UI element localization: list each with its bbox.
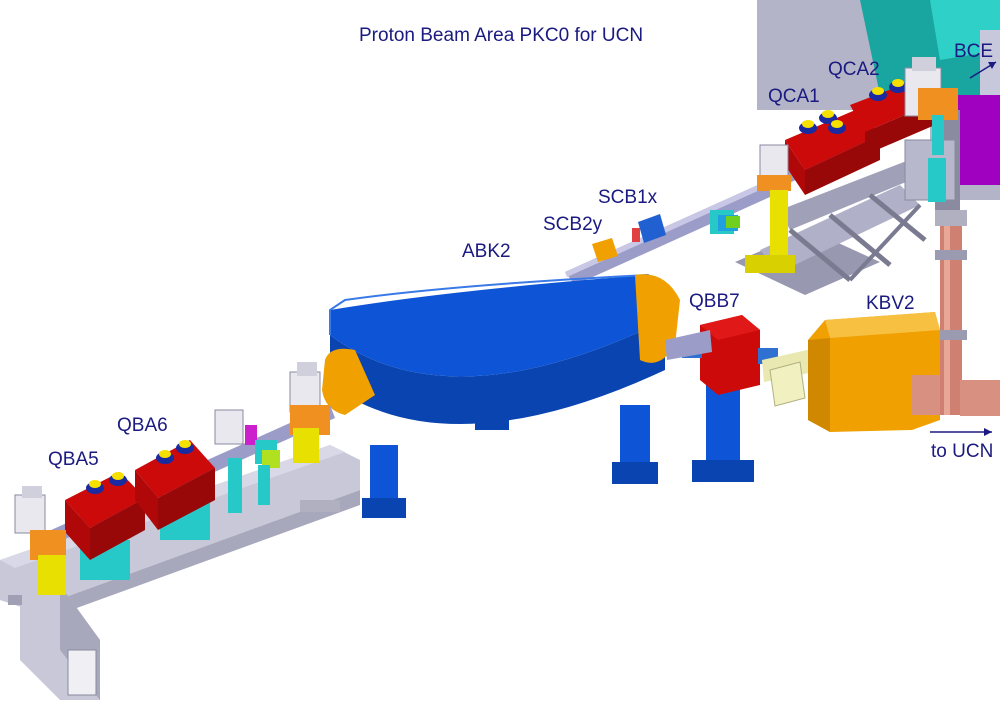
label-qca1: QCA1 [768,86,820,107]
label-qba6: QBA6 [117,415,168,436]
qba6-quadrupole [135,440,215,540]
label-scb1x: SCB1x [598,187,658,208]
qbb7-kbv2-pipe [665,330,834,407]
label-abk2: ABK2 [462,241,511,262]
to-ucn-arrow-icon [930,428,992,436]
lower-diagnostic-boxes [14,362,330,595]
qca1-quadrupole [785,108,880,195]
label-qca2: QCA2 [828,59,880,80]
scb-steerers [592,214,666,262]
qbb7-quadrupole [682,315,778,482]
label-to-ucn: to UCN [931,441,994,462]
bce-arrow-icon [969,61,997,79]
qba5-quadrupole [65,472,145,580]
vertical-beam-pipe [935,210,1000,416]
abk2-dipole [322,273,680,518]
label-qba5: QBA5 [48,449,99,470]
kbv2-magnet [808,312,940,432]
upper-diagnostic-boxes [710,57,958,273]
diagram-title: Proton Beam Area PKC0 for UCN [359,25,644,46]
label-kbv2: KBV2 [866,293,915,314]
label-bce: BCE [954,41,994,62]
label-scb2y: SCB2y [543,214,603,235]
upper-girder-frame [735,139,956,295]
label-qbb7: QBB7 [689,291,740,312]
